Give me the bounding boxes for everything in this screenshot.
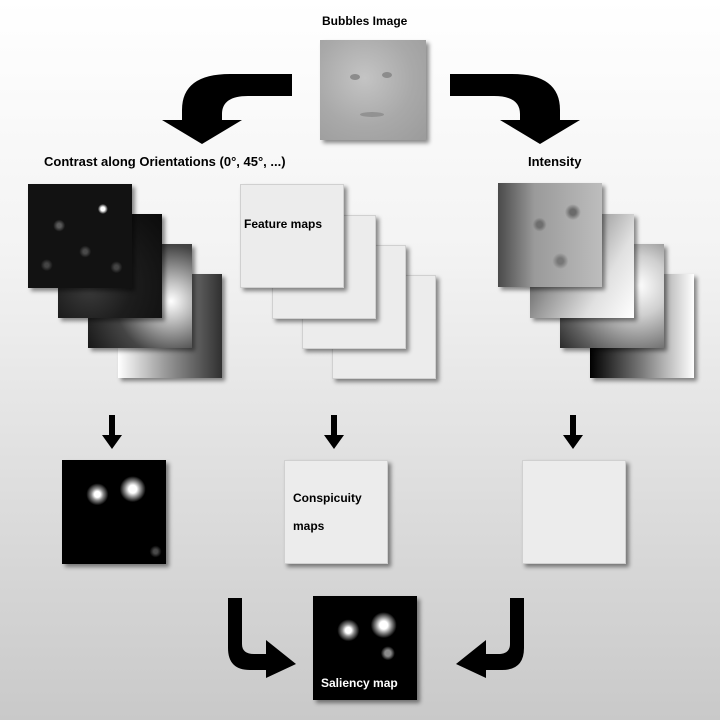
orientation-map-1: [28, 184, 132, 288]
contrast-orientations-title: Contrast along Orientations (0°, 45°, ..…: [44, 154, 286, 169]
down-arrow-icon: [324, 415, 344, 449]
conspicuity-label-line1: Conspicuity: [293, 491, 362, 505]
curved-arrow-icon: [162, 74, 292, 144]
conspicuity-map-intensity: [522, 460, 626, 564]
down-arrow-icon: [102, 415, 122, 449]
curved-arrow-icon: [450, 74, 580, 144]
feature-map-1: Feature maps: [240, 184, 344, 288]
face-eye-right: [382, 72, 392, 78]
conspicuity-label-line2: maps: [293, 519, 325, 533]
face-mouth: [360, 112, 384, 117]
intensity-map-1: [498, 183, 602, 287]
saliency-map: Saliency map: [313, 596, 417, 700]
down-arrow-icon: [563, 415, 583, 449]
bubbles-image: [320, 40, 426, 140]
conspicuity-map-middle: Conspicuity maps: [284, 460, 388, 564]
feature-maps-label: Feature maps: [244, 217, 323, 231]
bent-arrow-icon: [228, 598, 296, 678]
saliency-map-label: Saliency map: [321, 676, 398, 690]
bent-arrow-icon: [456, 598, 524, 678]
bubbles-image-title: Bubbles Image: [322, 14, 408, 28]
intensity-title: Intensity: [528, 154, 582, 169]
face-eye-left: [350, 74, 360, 80]
conspicuity-map-orientation: [62, 460, 166, 564]
